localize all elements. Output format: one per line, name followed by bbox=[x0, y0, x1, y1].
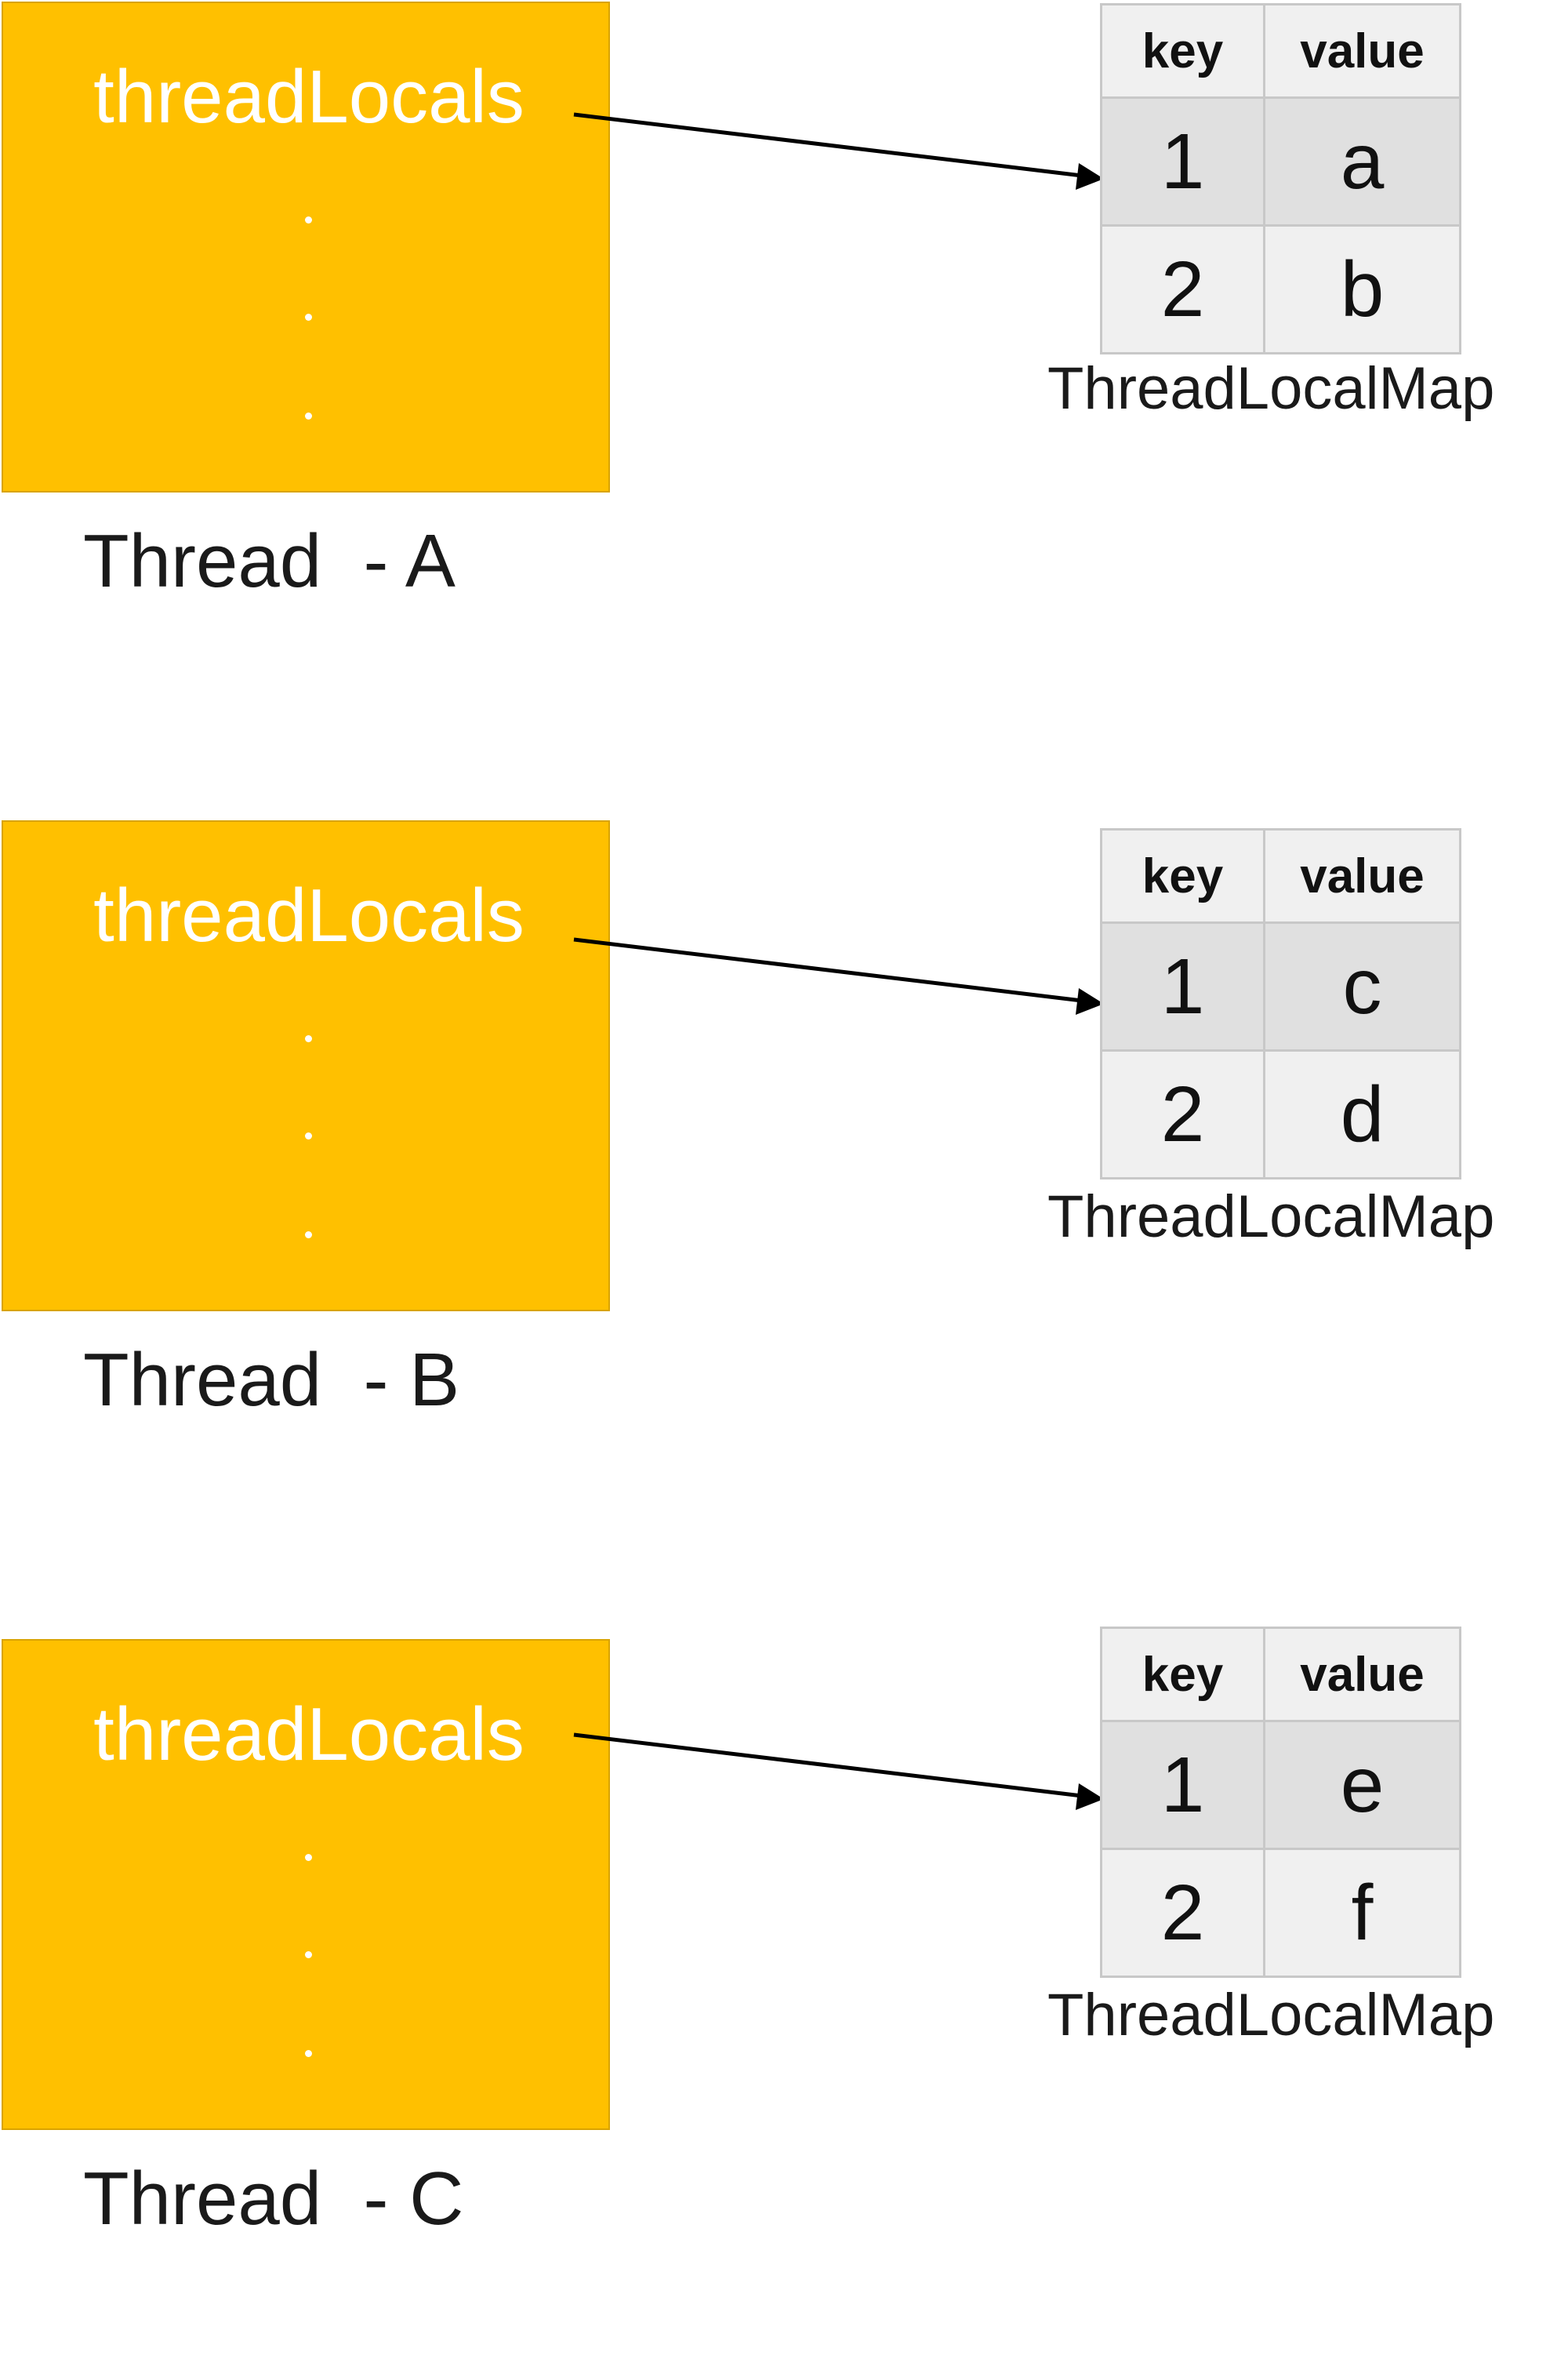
ellipsis-dot bbox=[305, 314, 312, 321]
thread-a-reference-arrow bbox=[573, 112, 1104, 190]
table-row: 2 b bbox=[1100, 224, 1461, 354]
thread-group-a: threadLocals Thread - A key value 1 a 2 … bbox=[0, 0, 1568, 722]
ellipsis-dot bbox=[305, 1951, 312, 1958]
table-row: 1 a bbox=[1100, 96, 1461, 227]
thread-b-map-label: ThreadLocalMap bbox=[1047, 1183, 1495, 1250]
thread-c-threadlocals-field: threadLocals bbox=[93, 1692, 524, 1776]
thread-b-reference-arrow bbox=[573, 937, 1104, 1015]
table-cell-value: d bbox=[1263, 1049, 1461, 1180]
ellipsis-dot bbox=[305, 2050, 312, 2057]
thread-c-map-label: ThreadLocalMap bbox=[1047, 1982, 1495, 2048]
table-cell-key: 2 bbox=[1100, 1848, 1265, 1978]
table-header-key: key bbox=[1100, 1627, 1265, 1722]
thread-c-reference-arrow bbox=[573, 1732, 1104, 1810]
table-row: 1 c bbox=[1100, 921, 1461, 1052]
table-cell-key: 1 bbox=[1100, 1720, 1265, 1850]
thread-b-threadlocals-field: threadLocals bbox=[93, 874, 524, 958]
thread-b-name: Thread - B bbox=[83, 1338, 460, 1422]
thread-c-name: Thread - C bbox=[83, 2157, 464, 2241]
table-header-value: value bbox=[1263, 3, 1461, 99]
table-row: 1 e bbox=[1100, 1720, 1461, 1850]
table-cell-value: c bbox=[1263, 921, 1461, 1052]
table-header-key: key bbox=[1100, 828, 1265, 924]
table-header-key: key bbox=[1100, 3, 1265, 99]
table-cell-key: 2 bbox=[1100, 224, 1265, 354]
thread-c-box: threadLocals bbox=[2, 1639, 610, 2130]
thread-c-threadlocalmap-table: key value 1 e 2 f bbox=[1100, 1627, 1461, 1978]
table-cell-value: a bbox=[1263, 96, 1461, 227]
thread-b-threadlocalmap-table: key value 1 c 2 d bbox=[1100, 828, 1461, 1180]
ellipsis-dot bbox=[305, 1035, 312, 1042]
ellipsis-dot bbox=[305, 216, 312, 224]
thread-a-name: Thread - A bbox=[83, 519, 456, 603]
thread-a-threadlocals-field: threadLocals bbox=[93, 55, 524, 139]
thread-a-box: threadLocals bbox=[2, 2, 610, 493]
table-row: 2 f bbox=[1100, 1848, 1461, 1978]
table-header-value: value bbox=[1263, 1627, 1461, 1722]
table-cell-key: 1 bbox=[1100, 921, 1265, 1052]
ellipsis-dot bbox=[305, 1231, 312, 1238]
thread-b-box: threadLocals bbox=[2, 820, 610, 1311]
thread-a-map-label: ThreadLocalMap bbox=[1047, 355, 1495, 422]
table-cell-key: 2 bbox=[1100, 1049, 1265, 1180]
table-cell-value: b bbox=[1263, 224, 1461, 354]
table-cell-value: e bbox=[1263, 1720, 1461, 1850]
table-row: 2 d bbox=[1100, 1049, 1461, 1180]
thread-group-b: threadLocals Thread - B key value 1 c 2 … bbox=[0, 819, 1568, 1540]
ellipsis-dot bbox=[305, 413, 312, 420]
table-cell-key: 1 bbox=[1100, 96, 1265, 227]
ellipsis-dot bbox=[305, 1854, 312, 1861]
table-header-value: value bbox=[1263, 828, 1461, 924]
table-cell-value: f bbox=[1263, 1848, 1461, 1978]
thread-group-c: threadLocals Thread - C key value 1 e 2 … bbox=[0, 1627, 1568, 2359]
ellipsis-dot bbox=[305, 1132, 312, 1140]
thread-a-threadlocalmap-table: key value 1 a 2 b bbox=[1100, 3, 1461, 354]
